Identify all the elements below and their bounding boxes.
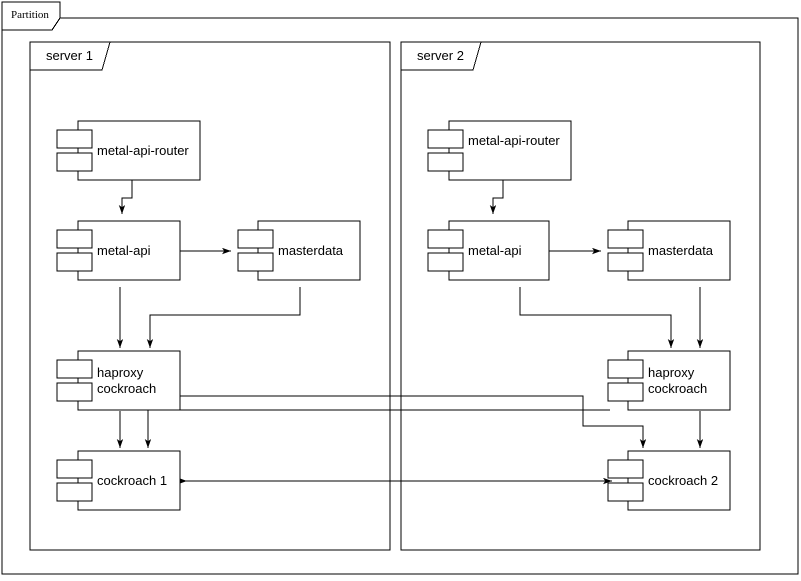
component-s1-masterdata xyxy=(237,220,361,281)
component-label-s1-cockroach-sub: cockroach xyxy=(97,381,157,396)
component-label-s1-metal-api: metal-api xyxy=(97,243,151,258)
component-s1-haproxy-cockroach xyxy=(56,350,181,411)
component-label-s2-metal-api: metal-api xyxy=(468,243,522,258)
partition-label: Partition xyxy=(11,9,49,21)
component-label-s1-metal-api-router: metal-api-router xyxy=(97,143,189,158)
component-s1-metal-api-router xyxy=(56,120,201,181)
component-s1-cockroach-1 xyxy=(56,450,181,511)
component-label-s1-haproxy: haproxy xyxy=(97,365,144,380)
component-s2-metal-api-router xyxy=(427,120,572,181)
component-label-s2-masterdata: masterdata xyxy=(648,243,714,258)
edge-s2-router-to-metalapi xyxy=(489,180,504,214)
node-server-2 xyxy=(400,41,761,551)
edge-s1-router-to-metalapi xyxy=(118,180,133,214)
component-s2-masterdata xyxy=(607,220,731,281)
component-label-s1-masterdata: masterdata xyxy=(278,243,344,258)
edge-s1-masterdata-to-haproxy xyxy=(146,287,301,348)
component-label-s1-cockroach-1: cockroach 1 xyxy=(97,473,168,488)
component-s2-haproxy-cockroach xyxy=(607,350,731,411)
component-s1-metal-api xyxy=(56,220,181,281)
component-label-s2-cockroach-2: cockroach 2 xyxy=(648,473,719,488)
component-s2-cockroach-2 xyxy=(607,450,731,511)
edge-s2-metalapi-to-haproxy xyxy=(519,287,675,348)
node-label-server-1: server 1 xyxy=(46,48,93,63)
component-label-s2-metal-api-router: metal-api-router xyxy=(468,133,560,148)
edge-s1-haproxy-to-cockroach2 xyxy=(180,395,647,448)
node-label-server-2: server 2 xyxy=(417,48,464,63)
component-s2-metal-api xyxy=(427,220,550,281)
node-server-1 xyxy=(29,41,391,551)
edge-s2-haproxy-to-cockroach1 xyxy=(144,409,610,448)
component-label-s2-cockroach-sub: cockroach xyxy=(648,381,708,396)
component-label-s2-haproxy: haproxy xyxy=(648,365,695,380)
